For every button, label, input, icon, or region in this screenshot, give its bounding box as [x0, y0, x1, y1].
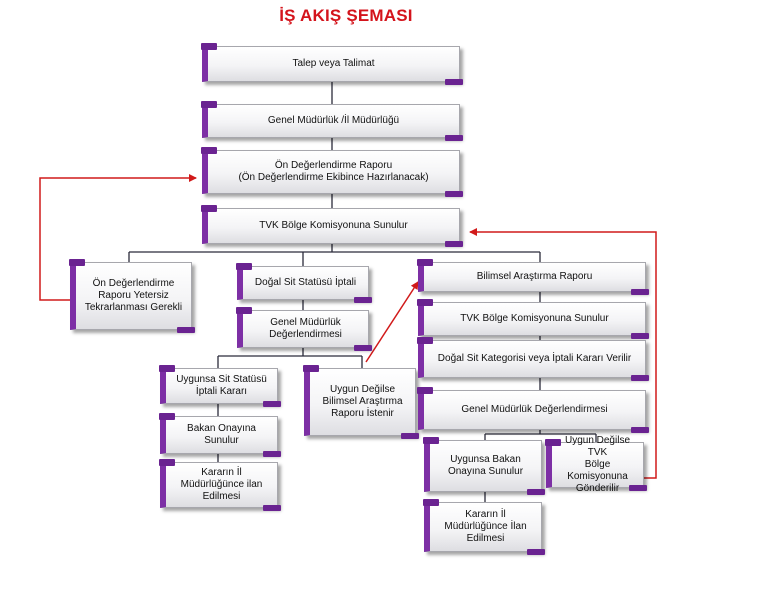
karar-ilan-right-node: Kararın İl Müdürlüğünce İlan Edilmesi: [423, 499, 545, 555]
tvk-sunulur-label: TVK Bölge Komisyonuna Sunulur: [259, 220, 408, 231]
dogal-sit-kategori-label: Doğal Sit Kategorisi veya İptali Kararı …: [437, 353, 632, 364]
tvk-sunulur-2-label: TVK Bölge Komisyonuna Sunulur: [460, 313, 609, 324]
yetersiz-node: Ön Değerlendirme Raporu Yetersiz Tekrarl…: [69, 259, 195, 333]
talep-node: Talep veya Talimat: [201, 43, 463, 85]
bakan-onayina-node: Bakan Onayına Sunulur: [159, 413, 281, 457]
gm-degerlendirmesi-left-node: Genel Müdürlük Değerlendirmesi: [236, 307, 372, 351]
gm-degerlendirmesi-right-label: Genel Müdürlük Değerlendirmesi: [461, 404, 608, 415]
gm-degerlendirmesi-right-node: Genel Müdürlük Değerlendirmesi: [417, 387, 649, 433]
talep-label: Talep veya Talimat: [292, 58, 375, 69]
on-degerlendirme-node: Ön Değerlendirme Raporu (Ön Değerlendirm…: [201, 147, 463, 197]
genel-mudurluk-label: Genel Müdürlük /İl Müdürlüğü: [267, 115, 400, 126]
yetersiz-label: Ön Değerlendirme Raporu Yetersiz Tekrarl…: [84, 278, 183, 313]
bilimsel-rapor-label: Bilimsel Araştırma Raporu: [476, 271, 593, 282]
uygunsa-bakan-node: Uygunsa Bakan Onayına Sunulur: [423, 437, 545, 495]
uygunsa-iptal-node: Uygunsa Sit Statüsü İptali Kararı: [159, 365, 281, 407]
on-degerlendirme-label: Ön Değerlendirme Raporu (Ön Değerlendirm…: [238, 160, 429, 183]
dogal-sit-kategori-node: Doğal Sit Kategorisi veya İptali Kararı …: [417, 337, 649, 381]
tvk-sunulur-node: TVK Bölge Komisyonuna Sunulur: [201, 205, 463, 247]
uygun-degilse-tvk-label: Uygun Değilse TVK Bölge Komisyonuna Gönd…: [564, 435, 631, 494]
karar-ilan-left-node: Kararın İl Müdürlüğünce ilan Edilmesi: [159, 459, 281, 511]
bakan-onayina-label: Bakan Onayına Sunulur: [187, 423, 256, 446]
gm-degerlendirmesi-left-label: Genel Müdürlük Değerlendirmesi: [269, 317, 342, 340]
tvk-sunulur-2-node: TVK Bölge Komisyonuna Sunulur: [417, 299, 649, 339]
karar-ilan-left-label: Kararın İl Müdürlüğünce ilan Edilmesi: [180, 467, 263, 502]
uygun-degilse-bilimsel-node: Uygun Değilse Bilimsel Araştırma Raporu …: [303, 365, 419, 439]
karar-ilan-right-label: Kararın İl Müdürlüğünce İlan Edilmesi: [444, 509, 527, 544]
dogal-sit-iptali-node: Doğal Sit Statüsü İptali: [236, 263, 372, 303]
uygun-degilse-bilimsel-label: Uygun Değilse Bilimsel Araştırma Raporu …: [322, 384, 403, 419]
page-title: İŞ AKIŞ ŞEMASI: [279, 6, 413, 25]
genel-mudurluk-node: Genel Müdürlük /İl Müdürlüğü: [201, 101, 463, 141]
uygunsa-bakan-label: Uygunsa Bakan Onayına Sunulur: [447, 454, 524, 477]
uygun-degilse-tvk-node: Uygun Değilse TVK Bölge Komisyonuna Gönd…: [545, 435, 647, 494]
dogal-sit-iptali-label: Doğal Sit Statüsü İptali: [254, 277, 357, 288]
uygunsa-iptal-label: Uygunsa Sit Statüsü İptali Kararı: [176, 374, 267, 397]
bilimsel-rapor-node: Bilimsel Araştırma Raporu: [417, 259, 649, 295]
